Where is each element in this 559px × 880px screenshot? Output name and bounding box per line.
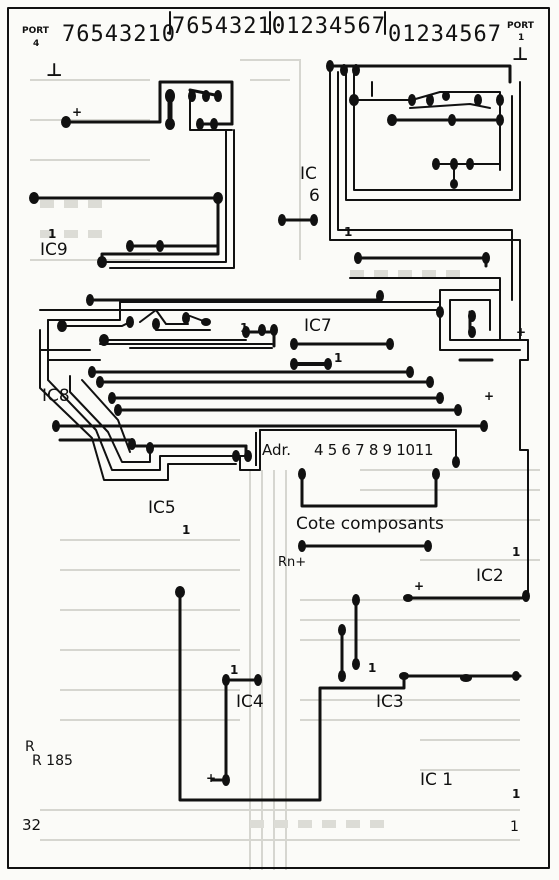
plus-marker: + bbox=[484, 389, 495, 403]
pin1-marker: 1 bbox=[512, 545, 521, 559]
plus-marker: + bbox=[206, 771, 217, 785]
ic8-label: IC8 bbox=[42, 386, 70, 406]
port1-bits: 01234567 bbox=[388, 22, 502, 47]
ic6-label-b: 6 bbox=[309, 186, 320, 206]
ic6-label-a: IC bbox=[300, 164, 317, 184]
ground-icon: ⊥ bbox=[512, 44, 529, 65]
ic5-label: IC5 bbox=[148, 498, 176, 518]
pin1-marker: 1 bbox=[512, 787, 521, 801]
pin1-marker: 1 bbox=[240, 321, 249, 335]
cote-composants-label: Cote composants bbox=[296, 514, 444, 534]
mid-left-bits: 76543210 bbox=[172, 14, 286, 39]
pin1-marker: 1 bbox=[48, 227, 57, 241]
port4-bits: 76543210 bbox=[62, 22, 176, 47]
port1-label: PORT bbox=[507, 21, 534, 31]
ic1-label: IC 1 bbox=[420, 770, 454, 790]
rn-label: Rn+ bbox=[278, 555, 307, 570]
ic2-label: IC2 bbox=[476, 566, 504, 586]
mid-right-bits: 01234567 bbox=[272, 14, 386, 39]
corner-one: 1 bbox=[510, 819, 519, 835]
ic3-label: IC3 bbox=[376, 692, 404, 712]
pin1-marker: 1 bbox=[344, 225, 353, 239]
page-number: 32 bbox=[22, 816, 42, 834]
pin1-marker: 1 bbox=[230, 663, 239, 677]
ic7-label: IC7 bbox=[304, 316, 332, 336]
port4-number: 4 bbox=[33, 39, 40, 49]
pin1-marker: 1 bbox=[334, 351, 343, 365]
plus-marker: + bbox=[516, 325, 527, 339]
adr-numbers: 4 5 6 7 8 9 1011 bbox=[314, 441, 434, 459]
adr-label: Adr. bbox=[262, 441, 292, 459]
port1-number: 1 bbox=[518, 33, 525, 43]
ground-icon: ⊥ bbox=[46, 60, 63, 81]
port4-label: PORT bbox=[22, 26, 49, 36]
plus-marker: + bbox=[72, 105, 83, 119]
pin1-marker: 1 bbox=[182, 523, 191, 537]
plus-marker: + bbox=[414, 579, 425, 593]
pin1-marker: 1 bbox=[368, 661, 377, 675]
ref-prefix: R bbox=[25, 739, 35, 755]
ic4-label: IC4 bbox=[236, 692, 264, 712]
ref-code: R 185 bbox=[32, 753, 73, 769]
ic9-label: IC9 bbox=[40, 240, 68, 260]
